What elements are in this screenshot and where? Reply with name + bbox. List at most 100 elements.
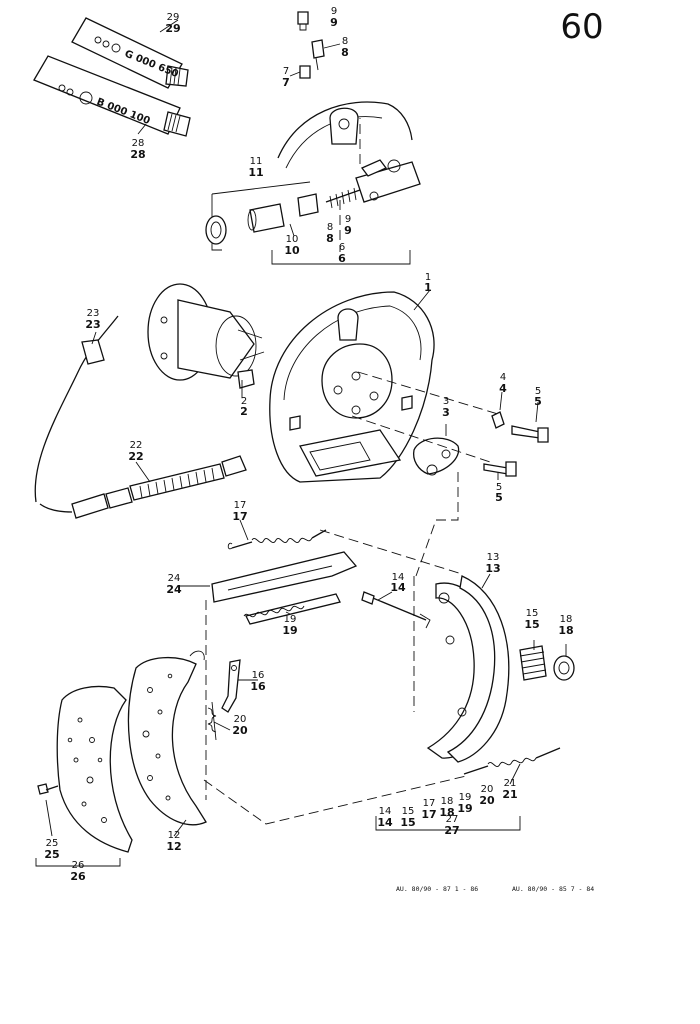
callout-6: 6 6	[338, 242, 346, 265]
bleeder-parts	[297, 11, 325, 79]
callout-15-right: 15 15	[524, 608, 539, 631]
svg-text:14: 14	[392, 572, 405, 583]
svg-text:29: 29	[167, 12, 180, 23]
footer-left: AU. 80/90 - 87 1 - 86	[396, 885, 478, 893]
svg-text:29: 29	[165, 22, 180, 35]
grease-tube-28: B 000 100	[33, 55, 191, 137]
svg-text:15: 15	[526, 608, 539, 619]
shoe-pin-25	[37, 783, 59, 795]
callout-20-left: 20 20	[232, 714, 248, 737]
svg-text:10: 10	[284, 244, 300, 257]
svg-text:25: 25	[46, 838, 59, 849]
svg-text:25: 25	[44, 848, 59, 861]
svg-text:20: 20	[479, 794, 495, 807]
svg-text:11: 11	[250, 156, 263, 167]
svg-text:9: 9	[331, 6, 337, 17]
callout-8-top: 8 8	[341, 36, 349, 59]
svg-text:17: 17	[232, 510, 247, 523]
svg-text:8: 8	[326, 232, 334, 245]
fixing-bolts	[412, 411, 549, 477]
lower-return-spring	[463, 747, 561, 775]
callout-17-upper: 17 17	[232, 500, 247, 523]
callout-14-upper: 14 14	[390, 572, 406, 594]
callout-14-lower: 14 14	[377, 806, 393, 829]
svg-text:4: 4	[499, 382, 507, 395]
svg-text:15: 15	[402, 806, 415, 817]
svg-text:2: 2	[240, 405, 248, 418]
svg-text:27: 27	[444, 824, 459, 837]
svg-text:5: 5	[535, 386, 541, 397]
callout-28: 28 28	[130, 138, 145, 161]
svg-text:1: 1	[424, 281, 432, 294]
svg-text:22: 22	[128, 450, 143, 463]
callout-2: 2 2	[240, 396, 248, 418]
callout-16: 16 16	[250, 670, 266, 693]
callout-29: 29 29	[165, 12, 180, 35]
svg-text:8: 8	[327, 222, 333, 233]
callout-12: 12 12	[166, 830, 181, 853]
svg-text:17: 17	[234, 500, 247, 511]
callout-21: 21 21	[502, 778, 517, 801]
svg-text:5: 5	[496, 482, 502, 493]
upper-return-spring	[227, 529, 327, 550]
svg-text:15: 15	[524, 618, 539, 631]
callout-13: 13 13	[485, 552, 500, 575]
svg-text:19: 19	[282, 624, 297, 637]
callout-22: 22 22	[128, 440, 143, 463]
callout-25: 25 25	[44, 838, 59, 861]
callout-9-top: 9 9	[330, 6, 338, 29]
wheel-cylinder	[325, 159, 421, 209]
callout-8-bottom: 8 8	[326, 222, 334, 245]
svg-text:28: 28	[132, 138, 145, 149]
callout-5-top: 5 5	[534, 386, 542, 408]
backing-plate	[269, 291, 435, 483]
callout-9-bottom: 9 9	[344, 214, 352, 237]
svg-text:3: 3	[443, 396, 449, 407]
callout-27: 27 27	[444, 814, 459, 837]
svg-text:14: 14	[379, 806, 392, 817]
svg-text:17: 17	[423, 798, 436, 809]
svg-text:19: 19	[459, 792, 472, 803]
svg-text:12: 12	[168, 830, 181, 841]
footer-right: AU. 80/90 - 85 7 - 84	[512, 885, 594, 893]
svg-text:23: 23	[87, 308, 100, 319]
callout-18-right: 18 18	[558, 614, 573, 637]
callout-3: 3 3	[442, 396, 450, 419]
adjuster-lever	[221, 659, 241, 713]
svg-text:24: 24	[168, 573, 181, 584]
svg-text:18: 18	[560, 614, 573, 625]
svg-text:5: 5	[495, 491, 503, 504]
lining-texture	[67, 673, 173, 823]
svg-text:15: 15	[400, 816, 415, 829]
svg-text:28: 28	[130, 148, 145, 161]
backing-plate-arc	[277, 101, 413, 169]
svg-text:8: 8	[342, 36, 348, 47]
callout-10: 10 10	[284, 234, 300, 257]
callouts: 1 1 2 2 3 3 4 4 5 5 5 5 6 6 7 7	[44, 6, 573, 883]
svg-text:18: 18	[558, 624, 573, 637]
svg-text:7: 7	[282, 76, 290, 89]
brake-shoe-right	[426, 575, 510, 763]
callout-11: 11 11	[248, 156, 263, 179]
retaining-pin	[361, 591, 431, 629]
handbrake-lever	[211, 551, 358, 625]
svg-text:16: 16	[250, 680, 266, 693]
svg-text:26: 26	[70, 870, 86, 883]
callout-23: 23 23	[85, 308, 100, 331]
svg-text:20: 20	[232, 724, 248, 737]
svg-text:7: 7	[283, 66, 289, 77]
spring-cup	[553, 655, 575, 681]
svg-text:9: 9	[344, 224, 352, 237]
callout-15-lower: 15 15	[400, 806, 415, 829]
svg-text:23: 23	[85, 318, 100, 331]
handbrake-cable	[34, 315, 247, 519]
shoe-hold-spring	[519, 645, 547, 681]
svg-text:20: 20	[234, 714, 247, 725]
svg-text:27: 27	[446, 814, 459, 825]
callout-5-bottom: 5 5	[495, 482, 503, 504]
svg-text:16: 16	[252, 670, 265, 681]
page-number: 60	[560, 7, 603, 47]
brake-shoe-left	[56, 650, 207, 853]
svg-text:6: 6	[339, 242, 345, 253]
